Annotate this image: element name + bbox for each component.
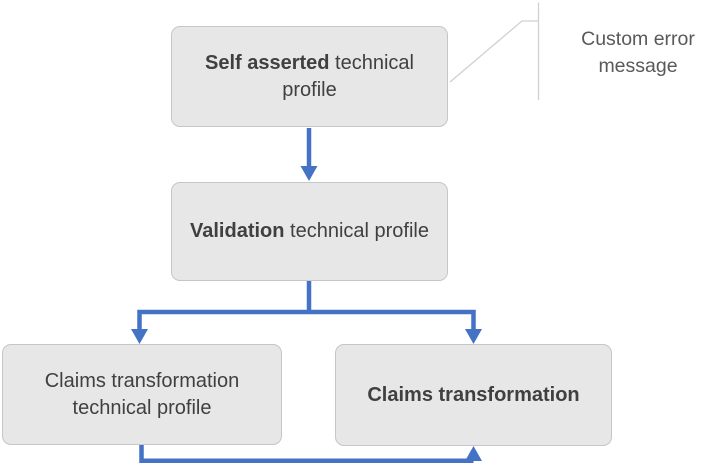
node-validation-technical-profile: Validation technical profile [171, 182, 448, 281]
node-claims-transformation: Claims transformation [335, 344, 612, 446]
arrow-self-asserted-to-validation [300, 128, 318, 181]
node-label: Validation technical profile [190, 220, 429, 242]
arrow-validation-to-claims-branch [131, 281, 482, 344]
callout-leader-line [449, 2, 540, 100]
node-label: Claims transformation technical profile [44, 369, 240, 419]
node-label: Self asserted technical profile [204, 51, 414, 101]
node-label: Claims transformation [367, 383, 580, 406]
callout-custom-error-message: Custom error message [581, 28, 695, 77]
arrow-claims-tp-to-claims-transformation [139, 445, 482, 463]
node-self-asserted-technical-profile: Self asserted technical profile [171, 26, 448, 127]
node-claims-transformation-technical-profile: Claims transformation technical profile [2, 344, 282, 445]
